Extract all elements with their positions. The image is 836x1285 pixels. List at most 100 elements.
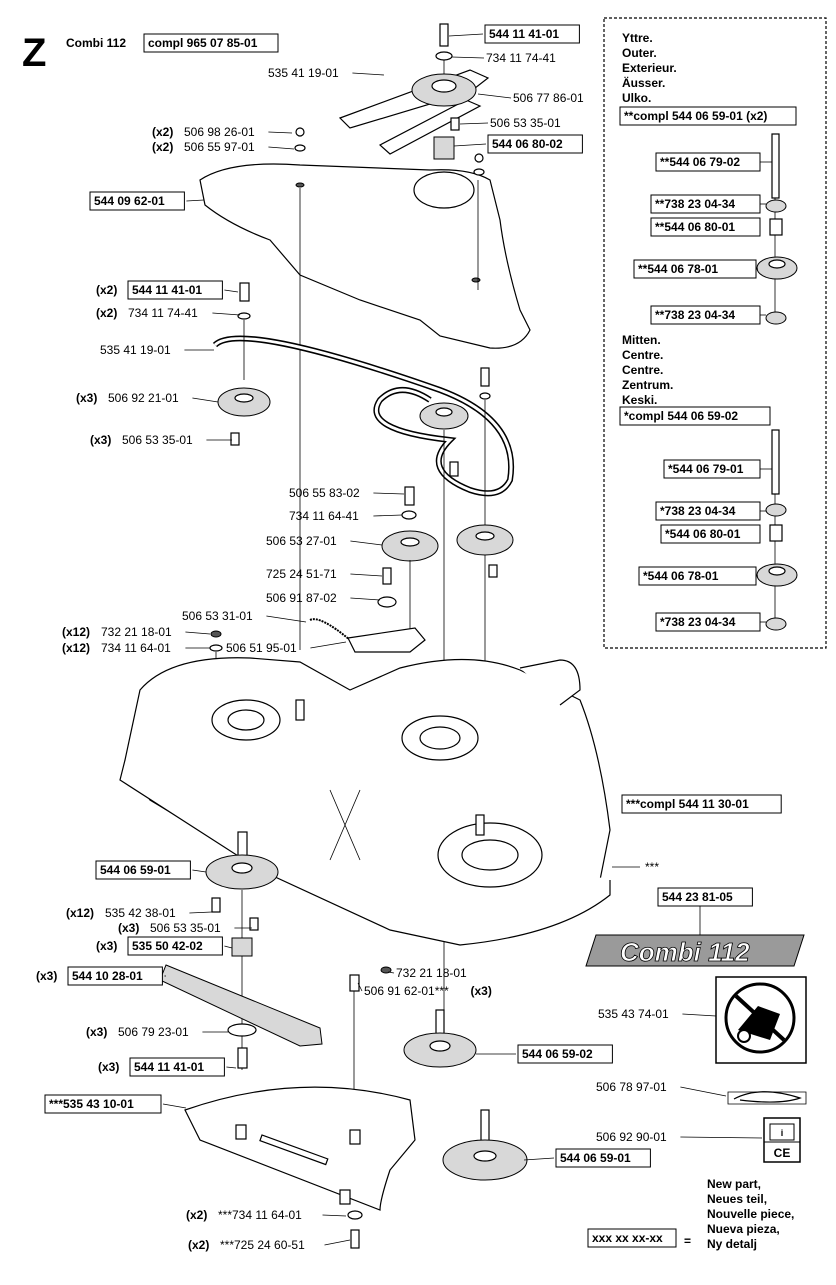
part-label-l8: (x2)506 55 97-01 [152, 140, 295, 154]
part-number: ***compl 544 11 30-01 [626, 797, 749, 811]
quantity-label: (x3) [86, 1025, 107, 1039]
part-label-l15: 506 55 83-02 [289, 486, 405, 500]
lang-sv-outer: Yttre. [622, 31, 653, 45]
quantity-label: (x3) [36, 969, 57, 983]
part-label-l17: 506 53 27-01 [266, 534, 383, 548]
part-label-l37: (x3)544 11 41-01 [98, 1057, 237, 1077]
part-number: 506 77 86-01 [513, 91, 584, 105]
part-label-l7: (x2)506 98 26-01 [152, 125, 293, 139]
quantity-label: (x3) [471, 984, 492, 998]
legend-center-languages: Mitten. Centre. Centre. Zentrum. Keski. [622, 333, 673, 407]
top-pulley-assembly [338, 23, 490, 160]
quantity-label: (x2) [188, 1238, 209, 1252]
warning-decal [715, 976, 807, 1064]
part-number: 544 06 59-01 [560, 1151, 631, 1165]
top-spacer [433, 136, 455, 160]
top-belt-right [378, 99, 482, 155]
leader-line [352, 72, 385, 76]
center-spindle-stack [756, 429, 798, 631]
leader-line [224, 945, 233, 949]
part-label-l30: 544 23 81-05 [657, 887, 753, 907]
leader-line [192, 397, 219, 403]
leader-line [387, 971, 395, 974]
legend-panel [603, 17, 827, 649]
part-number-box [517, 1044, 613, 1064]
part-number-box [89, 191, 185, 211]
leader-line [350, 540, 383, 546]
leader-line [268, 146, 295, 150]
part-label-l3: 535 41 19-01 [268, 66, 385, 80]
leader-line [324, 1239, 351, 1246]
compl-code: compl 965 07 85-01 [148, 36, 258, 50]
part-label-l23: 506 51 95-01 [226, 641, 347, 655]
top-cover-screw [295, 127, 305, 137]
part-number: 506 92 90-01 [596, 1130, 667, 1144]
part-number-box [95, 860, 191, 880]
lang-fi-center: Keski. [622, 393, 657, 407]
part-number: 506 53 35-01 [150, 921, 221, 935]
part-number-box [127, 936, 223, 956]
manual-ce-decal: i CE [763, 1117, 801, 1163]
legend-center-part-1: *544 06 79-01 [668, 462, 744, 476]
quantity-label: (x2) [96, 283, 117, 297]
part-label-l11: (x2)734 11 74-41 [96, 306, 241, 320]
part-number-box [67, 966, 163, 986]
part-number: 506 53 35-01 [490, 116, 561, 130]
lang-fi-outer: Ulko. [622, 91, 651, 105]
leader-line [224, 289, 239, 293]
part-number: 544 10 28-01 [72, 969, 143, 983]
new-part-line-4: Nueva pieza, [707, 1222, 780, 1236]
part-number: 544 09 62-01 [94, 194, 165, 208]
part-number: 544 23 81-05 [662, 890, 733, 904]
part-number: 535 43 74-01 [598, 1007, 669, 1021]
part-number: 544 11 41-01 [489, 27, 559, 41]
part-label-l13: (x3)506 92 21-01 [76, 391, 219, 405]
legend-center-part-4: *544 06 78-01 [643, 569, 719, 583]
top-cover-washer [294, 144, 306, 152]
new-part-legend: New part, Neues teil, Nouvelle piece, Nu… [587, 1177, 794, 1251]
part-number: 506 53 31-01 [182, 609, 253, 623]
part-number: ***734 11 64-01 [218, 1208, 302, 1222]
lang-de-center: Zentrum. [622, 378, 673, 392]
part-label-l39: ***535 43 10-01 [44, 1094, 187, 1114]
leader-line [226, 1066, 237, 1069]
part-label-l5: 506 53 35-01 [459, 116, 561, 130]
outer-shaft [771, 133, 780, 199]
part-label-l28: (x3)506 53 35-01 [118, 921, 252, 935]
leader-line [453, 143, 487, 147]
part-label-l12: 535 41 19-01 [100, 343, 214, 357]
tension-arm [347, 627, 426, 653]
center-spindle-assembly [349, 966, 477, 1140]
banner-text: Combi 112 [620, 937, 750, 967]
new-part-line-1: New part, [707, 1177, 761, 1191]
outer-bearing-bottom [765, 311, 787, 325]
part-label-l33: 506 91 62-01***(x3) [357, 982, 492, 998]
top-key [450, 117, 460, 131]
outer-bearing-top [765, 199, 787, 213]
new-part-equals: = [684, 1234, 691, 1248]
deck-handle [519, 659, 581, 706]
new-part-line-5: Ny detalj [707, 1237, 757, 1251]
lang-fr-outer: Exterieur. [622, 61, 677, 75]
legend-center-part-2: *738 23 04-34 [660, 504, 736, 518]
lang-en-center: Centre. [622, 348, 663, 362]
leader-line [350, 573, 383, 577]
part-number: 732 21 18-01 [101, 625, 172, 639]
svg-text:i: i [781, 1128, 784, 1138]
leader-line [373, 492, 405, 495]
part-number: 506 55 97-01 [184, 140, 255, 154]
legend-center-compl: *compl 544 06 59-02 [624, 409, 738, 423]
part-number: ***725 24 60-51 [220, 1238, 305, 1252]
part-number: 544 06 59-01 [100, 863, 171, 877]
part-number: 506 98 26-01 [184, 125, 255, 139]
quantity-label: (x3) [96, 939, 117, 953]
center-spacer [769, 524, 783, 542]
part-number: 506 78 97-01 [596, 1080, 667, 1094]
lang-fr-center: Centre. [622, 363, 663, 377]
section-letter: Z [22, 31, 46, 75]
part-label-l25: *** [645, 860, 659, 874]
left-spacer [231, 937, 253, 957]
part-label-l19: 506 91 87-02 [266, 591, 381, 605]
leader-line [373, 514, 403, 517]
new-part-line-3: Nouvelle piece, [707, 1207, 794, 1221]
